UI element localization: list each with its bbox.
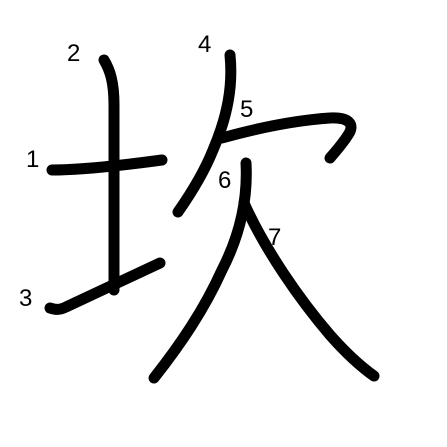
stroke-2-path — [98, 54, 120, 296]
character-strokes — [44, 49, 380, 384]
stroke-7-number: 7 — [268, 224, 281, 251]
stroke-1-number: 1 — [26, 146, 39, 173]
stroke-6-path — [148, 157, 252, 384]
stroke-6-number: 6 — [218, 167, 231, 194]
stroke-1-path — [46, 154, 168, 176]
stroke-4-path — [172, 49, 237, 218]
stroke-5-number: 5 — [240, 96, 253, 123]
stroke-numbers: 1 2 3 4 5 6 7 — [19, 31, 281, 312]
stroke-3-number: 3 — [19, 285, 32, 312]
stroke-3-path — [44, 257, 166, 315]
stroke-4-number: 4 — [198, 31, 211, 58]
stroke-5-path — [216, 112, 357, 164]
stroke-7-path — [238, 197, 380, 382]
stroke-2-number: 2 — [67, 40, 80, 67]
